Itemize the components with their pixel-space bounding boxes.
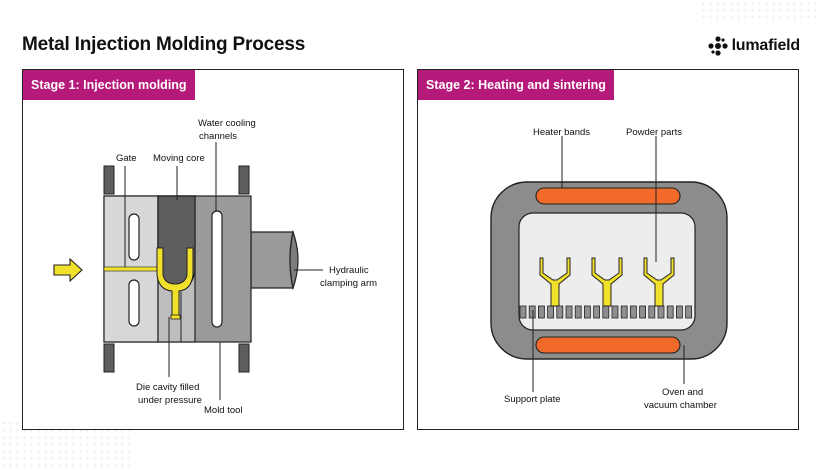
stage2-panel: Stage 2: Heating and sintering (417, 69, 799, 430)
stage1-heading: Stage 1: Injection molding (23, 70, 195, 100)
label-water-cooling-2: channels (199, 131, 237, 142)
support-plate-block (565, 305, 573, 319)
decorative-dots-top (700, 0, 820, 24)
logo-text: lumafield (731, 37, 801, 54)
label-powder-parts: Powder parts (626, 127, 682, 138)
support-plate-block (666, 305, 674, 319)
arrow-right-icon (53, 257, 83, 283)
heater-bands (535, 187, 681, 354)
support-plate (519, 305, 693, 319)
label-heater-bands: Heater bands (533, 127, 590, 138)
support-plate-block (675, 305, 683, 319)
clamp-blocks (103, 165, 250, 373)
support-plate-block (593, 305, 601, 319)
sintering-diagram: Heater bands Powder parts Support plate … (490, 127, 728, 411)
page-title: Metal Injection Molding Process (22, 34, 306, 55)
oven-chamber (490, 181, 728, 360)
label-gate: Gate (116, 153, 137, 164)
support-plate-block (620, 305, 628, 319)
label-oven-2: vacuum chamber (644, 400, 717, 411)
leader-lines (532, 136, 685, 392)
hydraulic-arm (250, 229, 299, 291)
support-plate-block (547, 305, 555, 319)
label-support-plate: Support plate (504, 394, 561, 405)
support-plate-block (574, 305, 582, 319)
label-die-cavity-2: under pressure (138, 395, 202, 406)
powder-parts (539, 257, 675, 307)
stage2-heading: Stage 2: Heating and sintering (418, 70, 614, 100)
label-hydraulic-2: clamping arm (320, 278, 377, 289)
leader-lines (124, 142, 323, 400)
powder-part (539, 257, 571, 307)
label-oven-1: Oven and (662, 387, 703, 398)
support-plate-block (611, 305, 619, 319)
support-plate-block (629, 305, 637, 319)
support-plate-block (538, 305, 545, 319)
lumafield-logo-icon (707, 36, 728, 56)
support-plate-block (519, 305, 527, 319)
label-moving-core: Moving core (153, 153, 205, 164)
label-water-cooling-1: Water cooling (198, 118, 256, 129)
injection-molding-diagram: Water cooling channels Gate Moving core … (53, 118, 377, 416)
support-plate-block (556, 305, 564, 319)
support-plate-block (602, 305, 610, 319)
die-cavity-metal (103, 247, 194, 320)
stage1-panel: Stage 1: Injection molding (22, 69, 404, 430)
support-plate-block (528, 305, 536, 319)
powder-part (643, 257, 675, 307)
powder-part (591, 257, 623, 307)
support-plate-block (583, 305, 591, 319)
support-plate-block (685, 305, 693, 319)
label-die-cavity-1: Die cavity filled (136, 382, 199, 393)
label-hydraulic-1: Hydraulic (329, 265, 369, 276)
support-plate-block (657, 305, 665, 319)
support-plate-block (639, 305, 647, 319)
label-mold-tool: Mold tool (204, 405, 243, 416)
lumafield-logo: lumafield (707, 36, 801, 56)
support-plate-block (648, 305, 656, 319)
